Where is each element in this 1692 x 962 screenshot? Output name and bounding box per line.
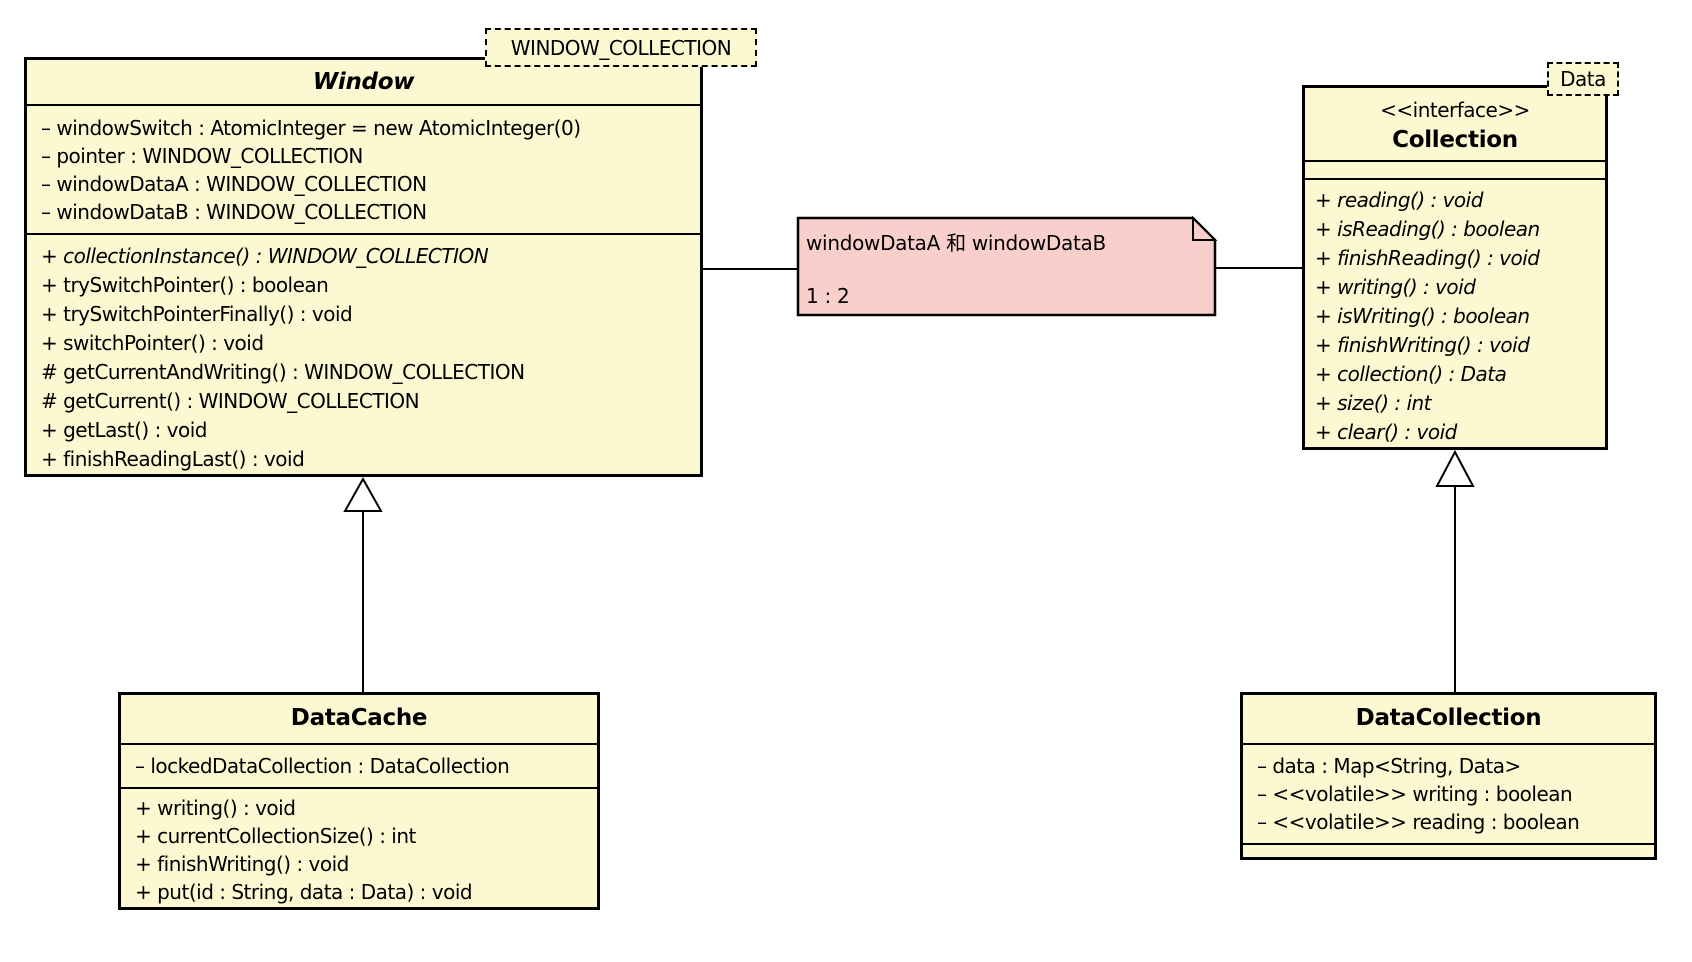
attribute-line: – <<volatile>> reading : boolean <box>1257 810 1580 834</box>
attribute-line: – data : Map<String, Data> <box>1257 754 1521 778</box>
method-line: + finishReadingLast() : void <box>41 447 305 471</box>
generalization-arrowhead-icon <box>343 476 383 512</box>
note-text-line2: 1 : 2 <box>806 284 850 308</box>
method-line: + finishWriting() : void <box>135 852 349 876</box>
tag-data: Data <box>1547 62 1619 96</box>
methods-compartment-empty <box>1243 843 1654 857</box>
attribute-line: – lockedDataCollection : DataCollection <box>135 754 510 778</box>
methods-compartment: + collectionInstance() : WINDOW_COLLECTI… <box>27 233 700 474</box>
class-title: DataCollection <box>1355 705 1542 731</box>
class-window: Window – windowSwitch : AtomicInteger = … <box>24 57 703 477</box>
attribute-line: – pointer : WINDOW_COLLECTION <box>41 144 363 169</box>
method-line: + put(id : String, data : Data) : void <box>135 880 473 904</box>
method-line: + reading() : void <box>1315 188 1483 212</box>
method-line: + collectionInstance() : WINDOW_COLLECTI… <box>41 244 489 268</box>
method-line: # getCurrent() : WINDOW_COLLECTION <box>41 389 420 413</box>
methods-compartment: + writing() : void + currentCollectionSi… <box>121 787 597 907</box>
generalization-arrowhead-icon <box>1435 449 1475 487</box>
method-line: + writing() : void <box>1315 275 1476 299</box>
attribute-line: – windowSwitch : AtomicInteger = new Ato… <box>41 116 581 141</box>
method-line: + finishReading() : void <box>1315 246 1540 270</box>
attribute-line: – <<volatile>> writing : boolean <box>1257 782 1573 806</box>
method-line: + getLast() : void <box>41 418 208 442</box>
method-line: + size() : int <box>1315 391 1432 415</box>
attribute-line: – windowDataB : WINDOW_COLLECTION <box>41 200 427 225</box>
note-text-line1: windowDataA 和 windowDataB <box>806 231 1106 255</box>
generalization-datacache-window <box>343 476 383 692</box>
stereotype-label: <<interface>> <box>1380 98 1530 122</box>
attribute-line: – windowDataA : WINDOW_COLLECTION <box>41 172 427 197</box>
tag-window-collection: WINDOW_COLLECTION <box>485 28 757 67</box>
method-line: + trySwitchPointerFinally() : void <box>41 302 353 326</box>
method-line: + switchPointer() : void <box>41 331 264 355</box>
method-line: + isWriting() : boolean <box>1315 304 1530 328</box>
generalization-datacollection-collection <box>1435 449 1475 692</box>
attributes-compartment: – data : Map<String, Data> – <<volatile>… <box>1243 743 1654 843</box>
method-line: + clear() : void <box>1315 420 1457 444</box>
attributes-compartment-empty <box>1305 160 1605 178</box>
note-shape <box>796 216 1217 317</box>
method-line: + collection() : Data <box>1315 362 1507 386</box>
method-line: + writing() : void <box>135 796 296 820</box>
class-datacache: DataCache – lockedDataCollection : DataC… <box>118 692 600 910</box>
method-line: + isReading() : boolean <box>1315 217 1540 241</box>
class-title: Window <box>312 69 415 95</box>
note-fold-icon <box>1192 215 1218 241</box>
method-line: + finishWriting() : void <box>1315 333 1530 357</box>
attributes-compartment: – windowSwitch : AtomicInteger = new Ato… <box>27 104 700 233</box>
method-line: + currentCollectionSize() : int <box>135 824 416 848</box>
class-collection: <<interface>> Collection + reading() : v… <box>1302 85 1608 450</box>
method-line: + trySwitchPointer() : boolean <box>41 273 329 297</box>
class-title: Collection <box>1392 127 1518 153</box>
class-datacollection: DataCollection – data : Map<String, Data… <box>1240 692 1657 860</box>
methods-compartment: + reading() : void + isReading() : boole… <box>1305 178 1605 447</box>
title-compartment: <<interface>> Collection <box>1305 88 1605 160</box>
class-title: DataCache <box>290 705 428 731</box>
attributes-compartment: – lockedDataCollection : DataCollection <box>121 743 597 787</box>
method-line: # getCurrentAndWriting() : WINDOW_COLLEC… <box>41 360 525 384</box>
